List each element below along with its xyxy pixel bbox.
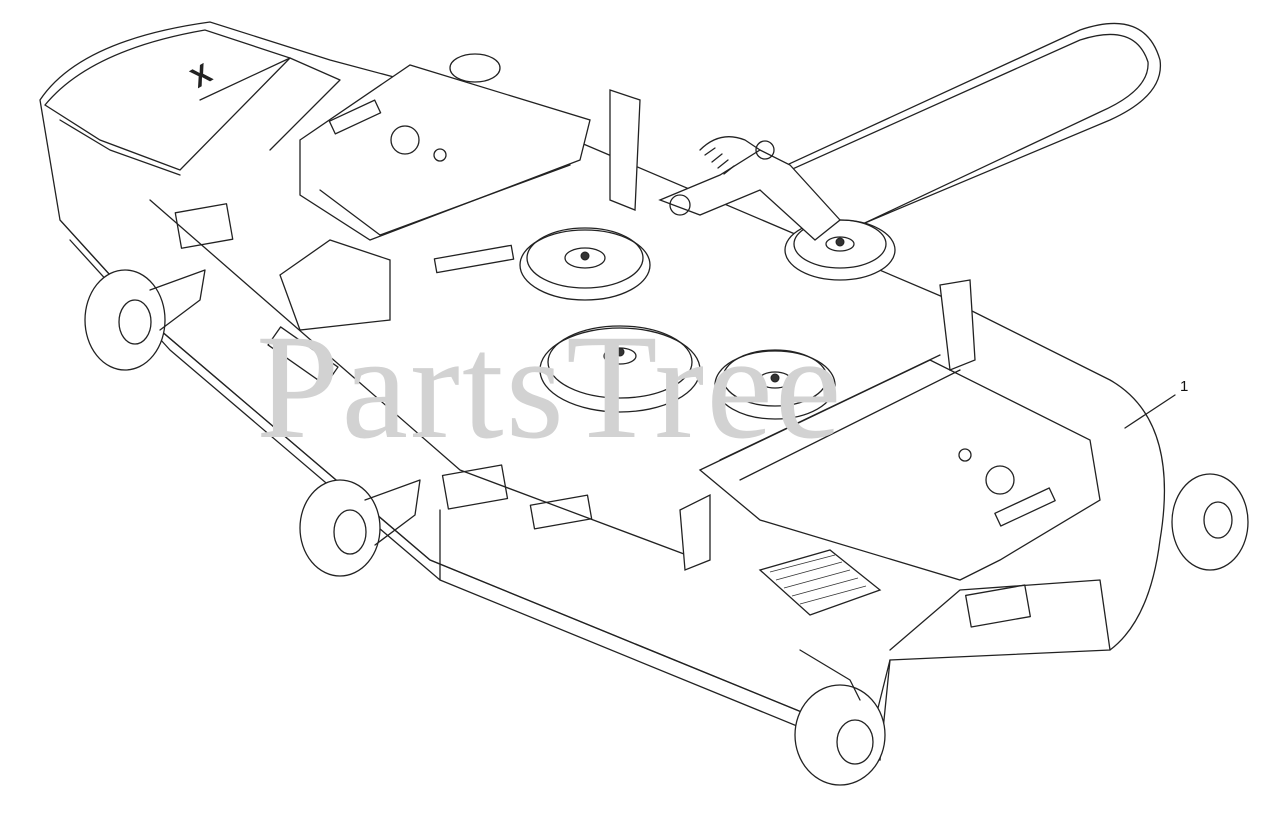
caster-wheel-front-left bbox=[84, 269, 206, 371]
spindle-pulley-center bbox=[539, 325, 701, 413]
left-shield bbox=[44, 29, 341, 176]
right-belt-cover bbox=[698, 354, 1101, 581]
caster-wheel-rear-left bbox=[794, 649, 886, 786]
idler-arm bbox=[658, 136, 841, 241]
drive-belt bbox=[689, 22, 1162, 231]
spindle-pulley-right bbox=[714, 349, 836, 420]
serial-plate bbox=[758, 549, 882, 616]
left-belt-cover bbox=[299, 64, 591, 241]
safety-decals bbox=[174, 203, 1031, 628]
callout-leader-line bbox=[1124, 394, 1176, 429]
caster-wheel-right bbox=[1171, 473, 1249, 571]
deck-brackets bbox=[279, 89, 976, 571]
idler-pulley bbox=[784, 219, 896, 281]
caster-wheel-mid-left bbox=[299, 479, 421, 577]
spindle-pulley-left bbox=[519, 227, 651, 301]
caster-wheel-top-left bbox=[449, 53, 501, 83]
callout-label-1: 1 bbox=[1180, 378, 1189, 395]
